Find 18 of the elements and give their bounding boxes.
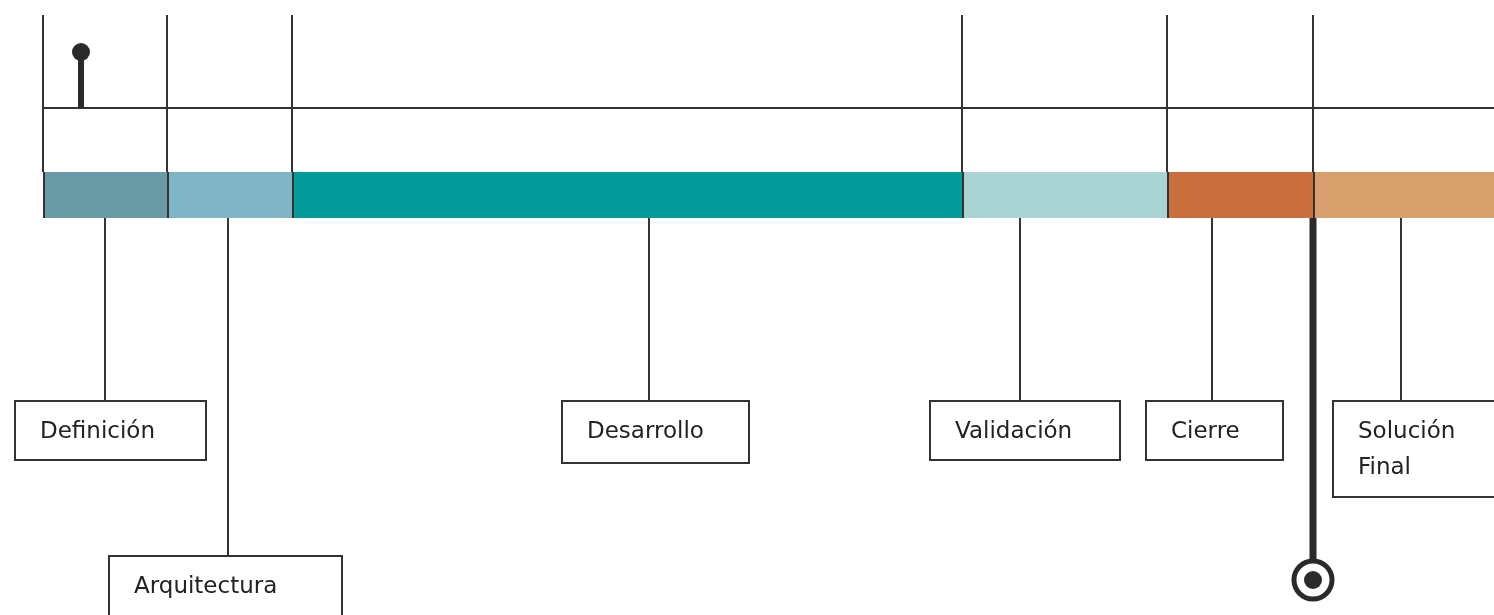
leader-line	[1211, 217, 1213, 401]
timeline-bar	[43, 172, 167, 218]
phase-label: Cierre	[1145, 400, 1284, 461]
phase-label: Desarrollo	[561, 400, 750, 464]
leader-line	[648, 217, 650, 401]
phase-label: Definición	[14, 400, 207, 461]
leader-line	[227, 217, 229, 556]
leader-line	[104, 217, 106, 401]
timeline-bar	[167, 172, 292, 218]
leader-line	[1400, 217, 1402, 401]
timeline-bar	[962, 172, 1167, 218]
timeline-bar	[1313, 172, 1494, 218]
timeline-bar	[1167, 172, 1313, 218]
phase-label: Solución Final	[1332, 400, 1494, 498]
phase-label: Arquitectura	[108, 555, 343, 615]
leader-line	[1019, 217, 1021, 401]
phase-label: Validación	[929, 400, 1121, 461]
timeline-bar	[292, 172, 962, 218]
